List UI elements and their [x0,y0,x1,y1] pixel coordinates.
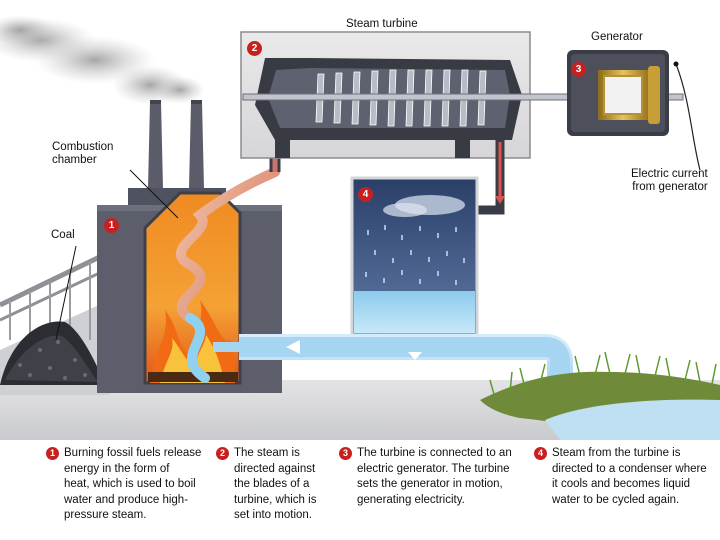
return-water-pipe [213,334,573,405]
steam-coil [176,167,280,383]
condenser [350,176,479,337]
caption-text: The steam is directed against the blades… [234,447,317,521]
label-steam-turbine: Steam turbine [346,18,418,30]
smokestacks [148,100,204,188]
caption-number: 4 [534,447,547,460]
leader-lines [55,169,179,341]
smoke [0,15,205,105]
caption-text: Steam from the turbine is directed to a … [552,447,707,506]
river-bank [480,351,720,440]
step-badge-1: 1 [104,218,119,233]
label-generator: Generator [591,31,643,43]
caption-number: 3 [339,447,352,460]
caption-number: 1 [46,447,59,460]
caption-text: The turbine is connected to an electric … [357,447,512,506]
label-electric-current: Electric current from generator [631,168,708,193]
step-badge-4: 4 [358,187,373,202]
caption-text: Burning fossil fuels release energy in t… [64,447,202,521]
coal-pile [0,321,105,385]
caption-number: 2 [216,447,229,460]
electric-current-wire [673,61,701,171]
step-badge-2: 2 [247,41,262,56]
turbine-shaft [242,93,684,101]
step-badge-3: 3 [571,62,586,77]
label-combustion-chamber: Combustion chamber [52,141,114,166]
label-coal: Coal [51,229,75,241]
generator [567,50,669,136]
steam-pipe-outlet [470,140,505,215]
